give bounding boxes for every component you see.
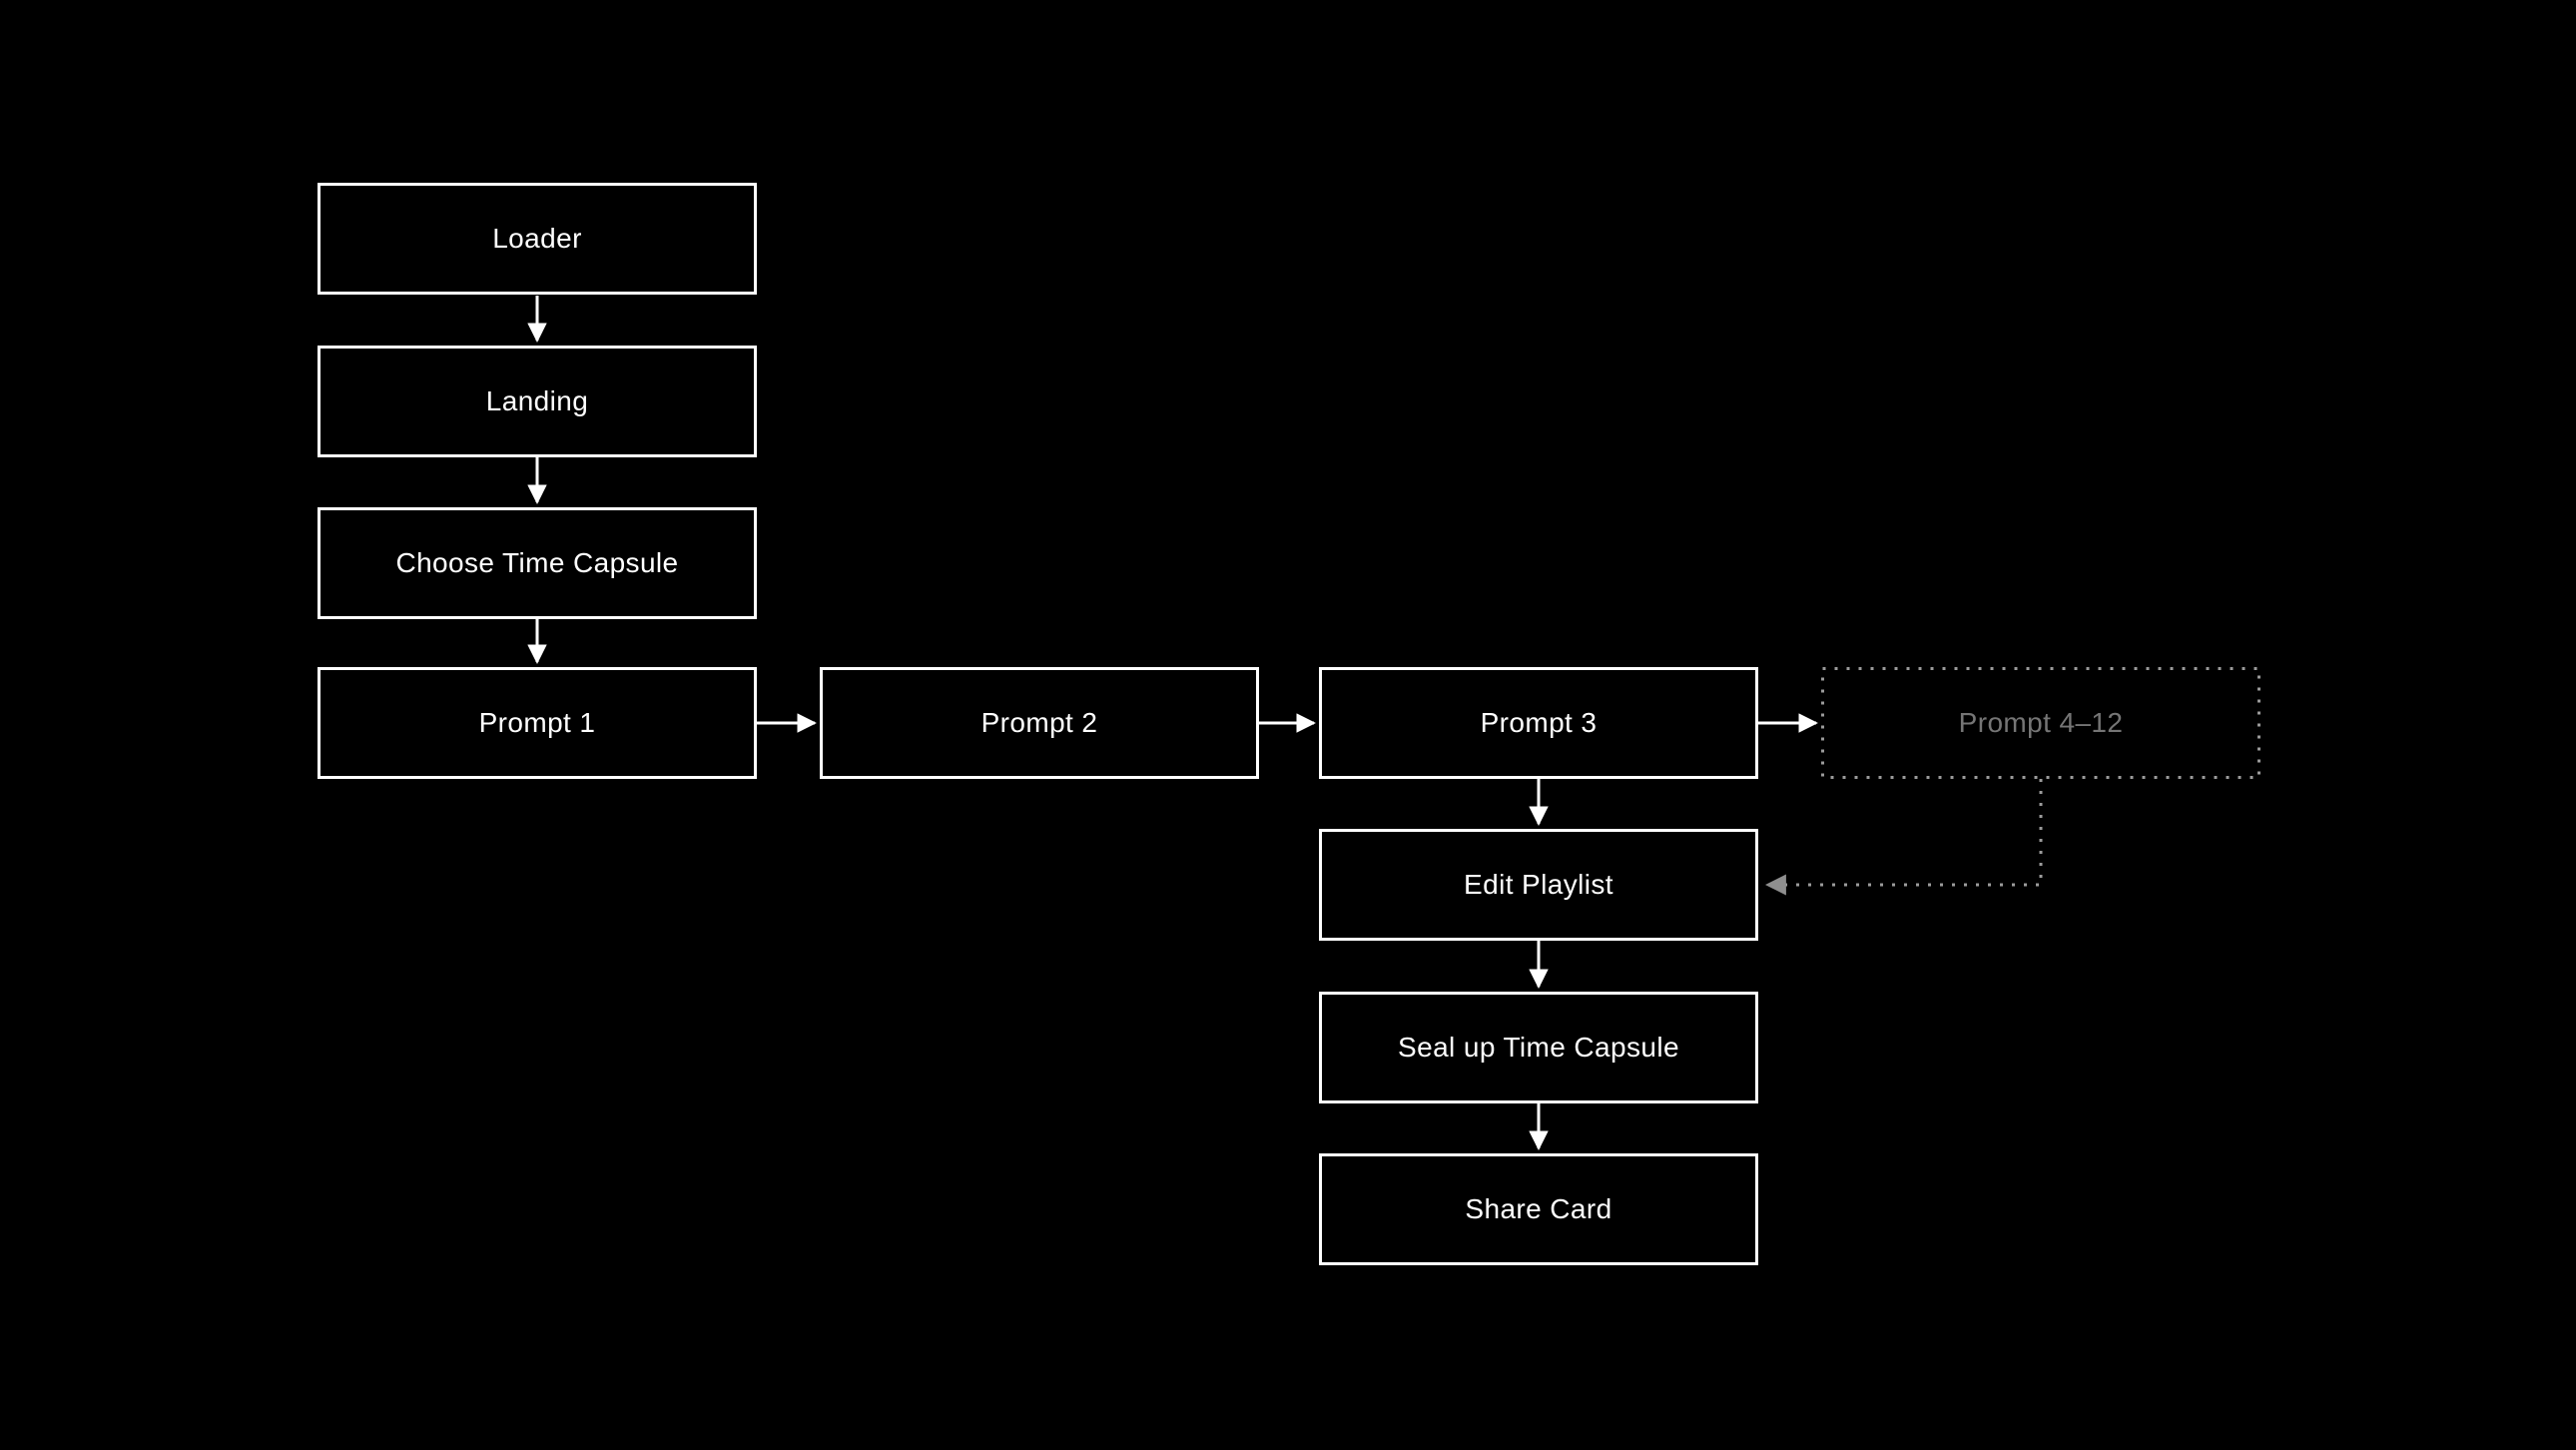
node-prompt-1: Prompt 1 xyxy=(318,667,757,779)
node-prompt-2: Prompt 2 xyxy=(820,667,1259,779)
node-landing-label: Landing xyxy=(485,385,589,416)
node-seal-up-time-capsule-label: Seal up Time Capsule xyxy=(1398,1032,1679,1063)
node-share-card-label: Share Card xyxy=(1465,1193,1612,1224)
node-edit-playlist-label: Edit Playlist xyxy=(1464,869,1613,900)
node-loader-label: Loader xyxy=(492,223,582,254)
node-prompt-3: Prompt 3 xyxy=(1319,667,1758,779)
node-loader: Loader xyxy=(318,183,757,295)
node-prompt-2-label: Prompt 2 xyxy=(980,707,1098,738)
node-share-card: Share Card xyxy=(1319,1153,1758,1265)
edge-prompt412-edit-dotted xyxy=(1764,779,2043,896)
node-prompt-1-label: Prompt 1 xyxy=(478,707,596,738)
node-prompt-3-label: Prompt 3 xyxy=(1480,707,1598,738)
node-choose-time-capsule: Choose Time Capsule xyxy=(318,507,757,619)
node-choose-time-capsule-label: Choose Time Capsule xyxy=(395,547,679,578)
node-edit-playlist: Edit Playlist xyxy=(1319,829,1758,941)
node-landing: Landing xyxy=(318,346,757,457)
node-seal-up-time-capsule: Seal up Time Capsule xyxy=(1319,992,1758,1103)
node-prompt-4-12-label: Prompt 4–12 xyxy=(1958,707,2124,738)
node-prompt-4-12-dotted-border xyxy=(1821,667,2260,779)
node-prompt-4-12: Prompt 4–12 xyxy=(1821,667,2260,779)
